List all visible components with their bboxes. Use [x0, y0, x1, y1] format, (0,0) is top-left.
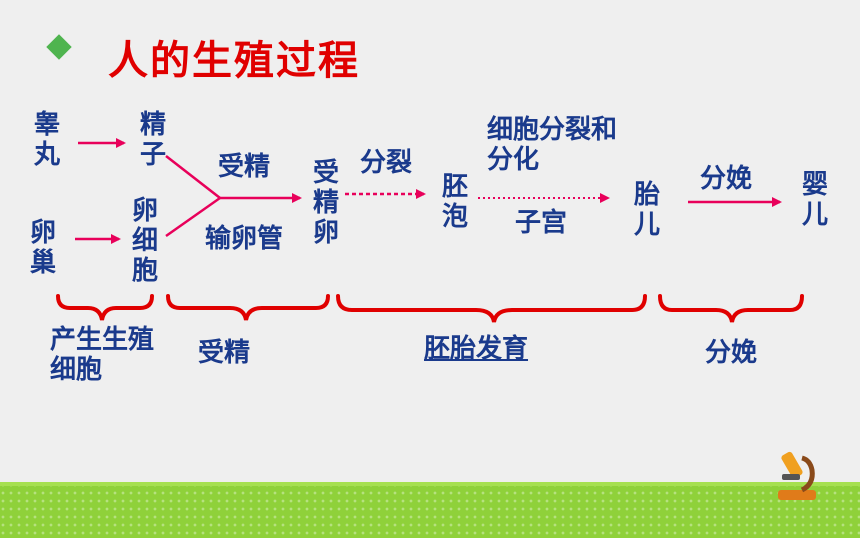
edge-label-oviduct: 输卵管	[205, 224, 284, 254]
node-embryo: 胚泡	[441, 172, 468, 232]
node-egg: 卵细胞	[131, 196, 158, 286]
brace-gamete	[56, 294, 154, 321]
edge-label-differentiation: 细胞分裂和分化	[487, 115, 618, 175]
slide-title: 人的生殖过程	[108, 38, 360, 84]
edge-label-fertilization: 受精	[218, 152, 271, 182]
brace-birth	[658, 294, 804, 323]
edge-label-birth: 分娩	[700, 164, 753, 194]
node-ovary: 卵巢	[29, 218, 56, 278]
node-sperm: 精子	[139, 110, 166, 170]
node-fetus: 胎儿	[633, 180, 660, 240]
edge-label-division: 分裂	[360, 148, 413, 178]
stage-fertilization: 受精	[198, 338, 251, 368]
node-zygote: 受精卵	[312, 158, 339, 248]
node-testis: 睾丸	[33, 110, 60, 170]
stage-development-link[interactable]: 胚胎发育	[424, 334, 529, 364]
node-baby: 婴儿	[801, 170, 828, 230]
brace-development	[336, 294, 647, 323]
stage-gamete: 产生生殖细胞	[50, 325, 155, 385]
grass-footer	[0, 482, 860, 538]
stage-birth: 分娩	[705, 338, 758, 368]
microscope-icon	[778, 451, 816, 500]
merge-lines	[165, 155, 223, 238]
edge-label-uterus: 子宫	[515, 208, 568, 238]
brace-fertilization	[166, 294, 330, 321]
grass-edge	[0, 482, 860, 486]
